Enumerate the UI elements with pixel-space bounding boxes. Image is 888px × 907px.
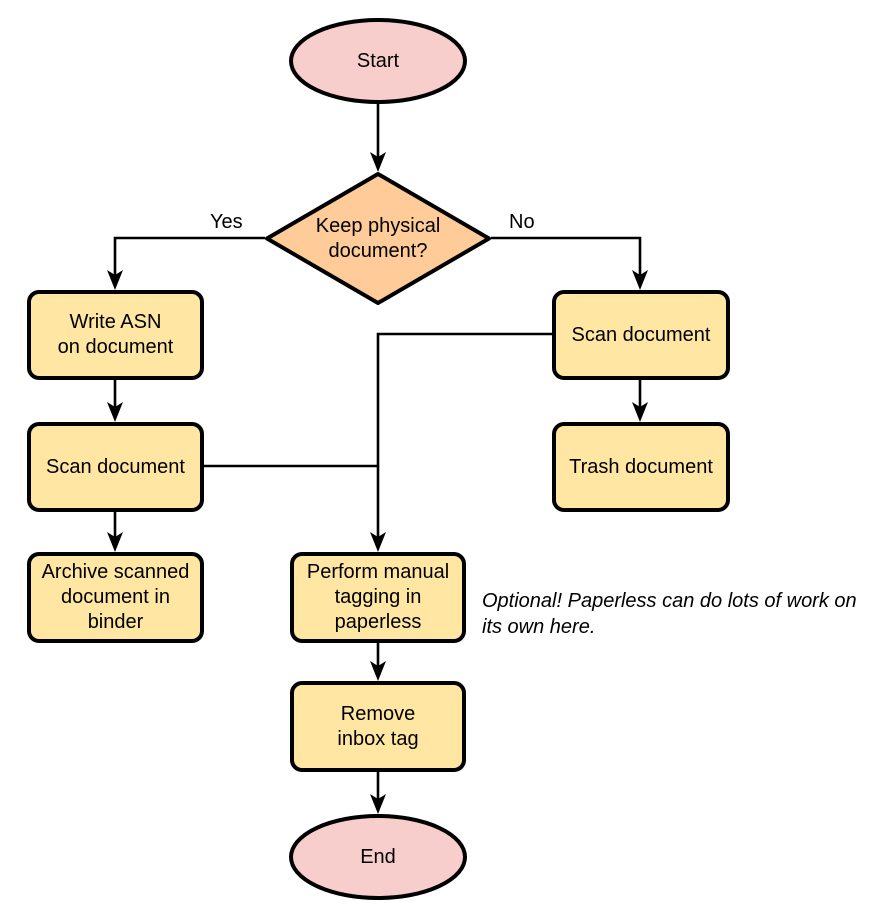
node-trash-document[interactable] (552, 422, 730, 512)
edge-decision-yes-to-write-asn (107, 236, 265, 290)
edge-decision-no-to-scan-document-right (491, 236, 648, 290)
edge-label-yes: Yes (210, 211, 243, 233)
node-remove-inbox-tag[interactable] (290, 681, 466, 772)
edge-scan-document-left-to-archive (107, 512, 123, 552)
node-keep-physical-document[interactable] (265, 172, 491, 305)
node-end[interactable] (289, 814, 467, 900)
edge-write-asn-to-scan-document-left (107, 380, 123, 422)
edge-start-to-decision (370, 104, 386, 172)
edge-label-no: No (509, 211, 535, 233)
edge-scan-document-right-to-perform-manual-tagging (370, 332, 552, 552)
node-write-asn-on-document[interactable] (27, 290, 204, 380)
node-perform-manual-tagging-in-paperless[interactable] (290, 552, 466, 643)
edge-scan-document-right-to-trash-document (632, 380, 648, 422)
edge-perform-manual-tagging-to-remove-inbox-tag (370, 643, 386, 681)
node-scan-document-right[interactable] (552, 290, 730, 380)
optional-note-annotation: Optional! Paperless can do lots of work … (482, 590, 857, 638)
node-archive-scanned-document-in-binder[interactable] (27, 552, 204, 643)
edge-remove-inbox-tag-to-end (370, 772, 386, 814)
node-scan-document-left[interactable] (27, 422, 204, 512)
node-start[interactable] (289, 18, 467, 104)
